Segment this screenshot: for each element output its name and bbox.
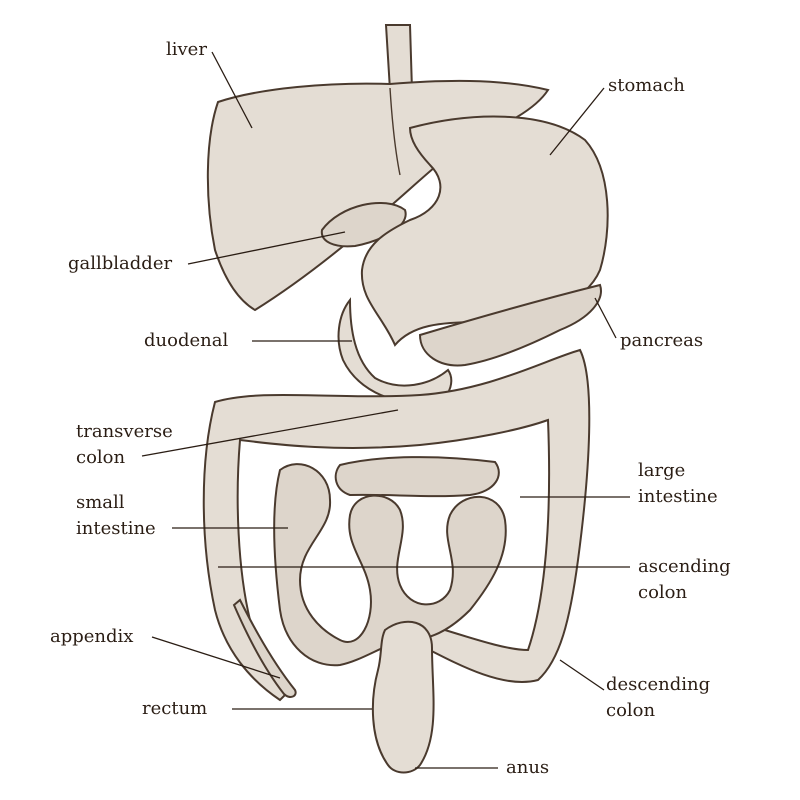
label-transverse-colon-line2: colon	[76, 447, 126, 468]
label-small-intestine-line2: intestine	[76, 518, 156, 539]
stomach	[360, 115, 609, 347]
label-ascending-colon-line2: colon	[638, 582, 688, 603]
label-rectum: rectum	[142, 698, 208, 719]
label-duodenal: duodenal	[144, 330, 229, 351]
liver-lobe-line	[389, 87, 401, 176]
label-ascending-colon-line1: ascending	[638, 556, 731, 577]
label-descending-colon-line1: descending	[606, 674, 711, 695]
leader-gallbladder	[187, 231, 346, 265]
label-large-intestine-line1: large	[638, 460, 686, 481]
label-large-intestine-line2: intestine	[638, 486, 718, 507]
label-anus: anus	[506, 757, 550, 778]
pancreas	[418, 283, 602, 367]
label-pancreas: pancreas	[620, 330, 704, 351]
leader-pancreas	[594, 297, 617, 339]
leader-transverse-colon	[141, 409, 399, 457]
duodenum	[337, 297, 453, 403]
leader-stomach	[549, 87, 605, 156]
appendix	[232, 598, 297, 698]
rectum	[371, 620, 435, 774]
label-liver: liver	[166, 39, 207, 60]
label-transverse-colon-line1: transverse	[76, 421, 173, 442]
leader-appendix	[151, 636, 281, 679]
label-appendix: appendix	[50, 626, 134, 647]
label-small-intestine-line1: small	[76, 492, 125, 513]
label-gallbladder: gallbladder	[68, 253, 173, 274]
small-intestine-upper	[334, 456, 500, 498]
label-descending-colon-line2: colon	[606, 700, 656, 721]
leader-liver	[211, 51, 253, 129]
leader-descending-colon	[559, 659, 605, 691]
small-intestine	[273, 463, 507, 667]
label-stomach: stomach	[608, 75, 685, 96]
